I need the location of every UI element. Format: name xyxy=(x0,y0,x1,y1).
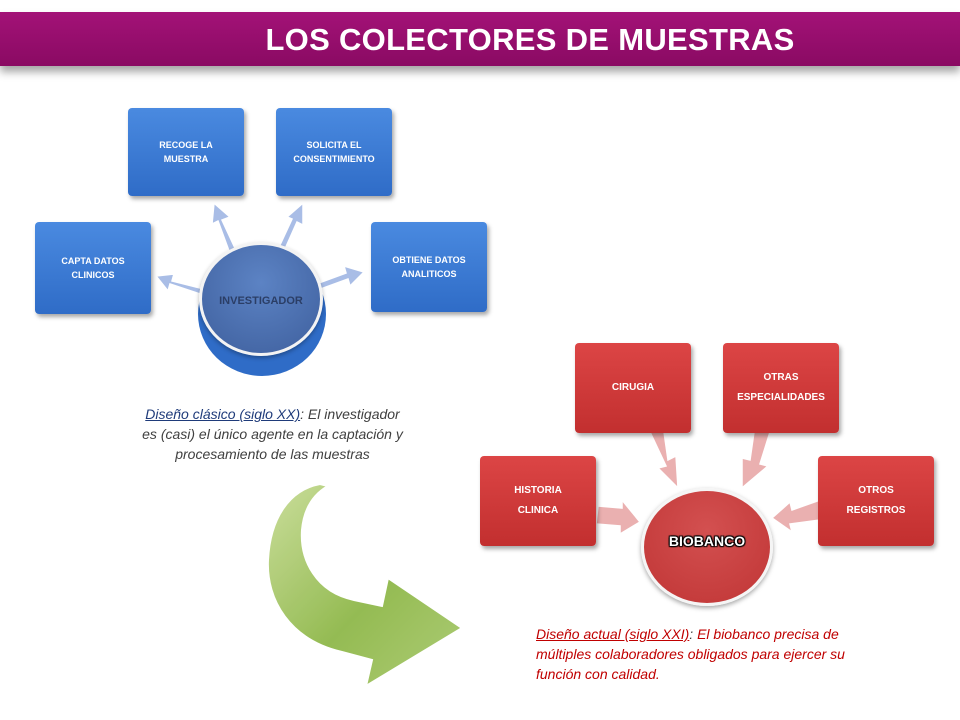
node-line: OTRAS xyxy=(763,372,799,383)
node-line: MUESTRA xyxy=(163,154,209,164)
green-curved-arrow xyxy=(266,482,464,689)
arrow-to-solicita-consentimiento xyxy=(277,201,304,250)
arrow-to-recoge-muestra xyxy=(211,201,236,253)
node-cirugia: CIRUGIA xyxy=(575,343,691,433)
caption-classic-line3: procesamiento de las muestras xyxy=(175,446,370,462)
node-solicita-el-consentimiento: SOLICITA EL CONSENTIMIENTO xyxy=(276,108,392,196)
caption-modern-line3: función con calidad. xyxy=(536,666,660,682)
node-line: HISTORIA xyxy=(514,485,562,496)
arrow-from-otras-especialidades xyxy=(741,431,772,490)
arrow-from-otros-registros xyxy=(770,498,821,534)
caption-classic-colon: : xyxy=(300,406,304,422)
node-line: CLINICOS xyxy=(71,270,115,280)
node-line: RECOGE LA xyxy=(159,140,213,150)
node-capta-datos-clinicos: CAPTA DATOS CLINICOS xyxy=(35,222,151,314)
node-obtiene-datos-analiticos: OBTIENE DATOS ANALITICOS xyxy=(371,222,487,312)
node-otros-registros: OTROS REGISTROS xyxy=(818,456,934,546)
caption-classic: Diseño clásico (siglo XX): El investigad… xyxy=(100,404,445,464)
node-line: OBTIENE DATOS xyxy=(392,255,466,265)
biobanco-hub-label: BIOBANCO xyxy=(668,533,746,549)
biobanco-hub: BIOBANCO xyxy=(641,488,773,606)
node-historia-clinica: HISTORIA CLINICA xyxy=(480,456,596,546)
node-otras-especialidades: OTRAS ESPECIALIDADES xyxy=(723,343,839,433)
investigador-hub: INVESTIGADOR xyxy=(199,242,323,356)
node-line: REGISTROS xyxy=(846,505,906,516)
node-line: CIRUGIA xyxy=(611,382,655,393)
caption-classic-line2: es (casi) el único agente en la captació… xyxy=(142,426,403,442)
arrow-from-historia-clinica xyxy=(595,497,642,536)
caption-modern-line2: múltiples colaboradores obligados para e… xyxy=(536,646,845,662)
title-bar: LOS COLECTORES DE MUESTRAS xyxy=(0,12,960,66)
investigador-hub-label: INVESTIGADOR xyxy=(219,295,303,307)
arrow-to-obtiene-datos xyxy=(315,264,366,291)
node-line: CONSENTIMIENTO xyxy=(293,154,375,164)
arrow-from-cirugia xyxy=(648,431,679,490)
caption-classic-label: Diseño clásico (siglo XX) xyxy=(145,406,301,422)
caption-modern-colon: : xyxy=(689,626,694,642)
page-title: LOS COLECTORES DE MUESTRAS xyxy=(265,22,795,57)
node-recoge-la-muestra: RECOGE LA MUESTRA xyxy=(128,108,244,196)
node-line: ESPECIALIDADES xyxy=(737,392,825,403)
caption-classic-line1: El investigador xyxy=(304,406,400,422)
node-line: OTROS xyxy=(858,485,894,496)
caption-modern-label: Diseño actual (siglo XXI) xyxy=(536,626,690,642)
node-line: SOLICITA EL xyxy=(306,140,362,150)
caption-modern: Diseño actual (siglo XXI): El biobanco p… xyxy=(536,624,936,684)
node-line: CAPTA DATOS xyxy=(61,256,125,266)
node-line: ANALITICOS xyxy=(401,269,457,279)
node-line: CLINICA xyxy=(517,505,559,516)
caption-modern-line1: El biobanco precisa de xyxy=(693,626,839,642)
